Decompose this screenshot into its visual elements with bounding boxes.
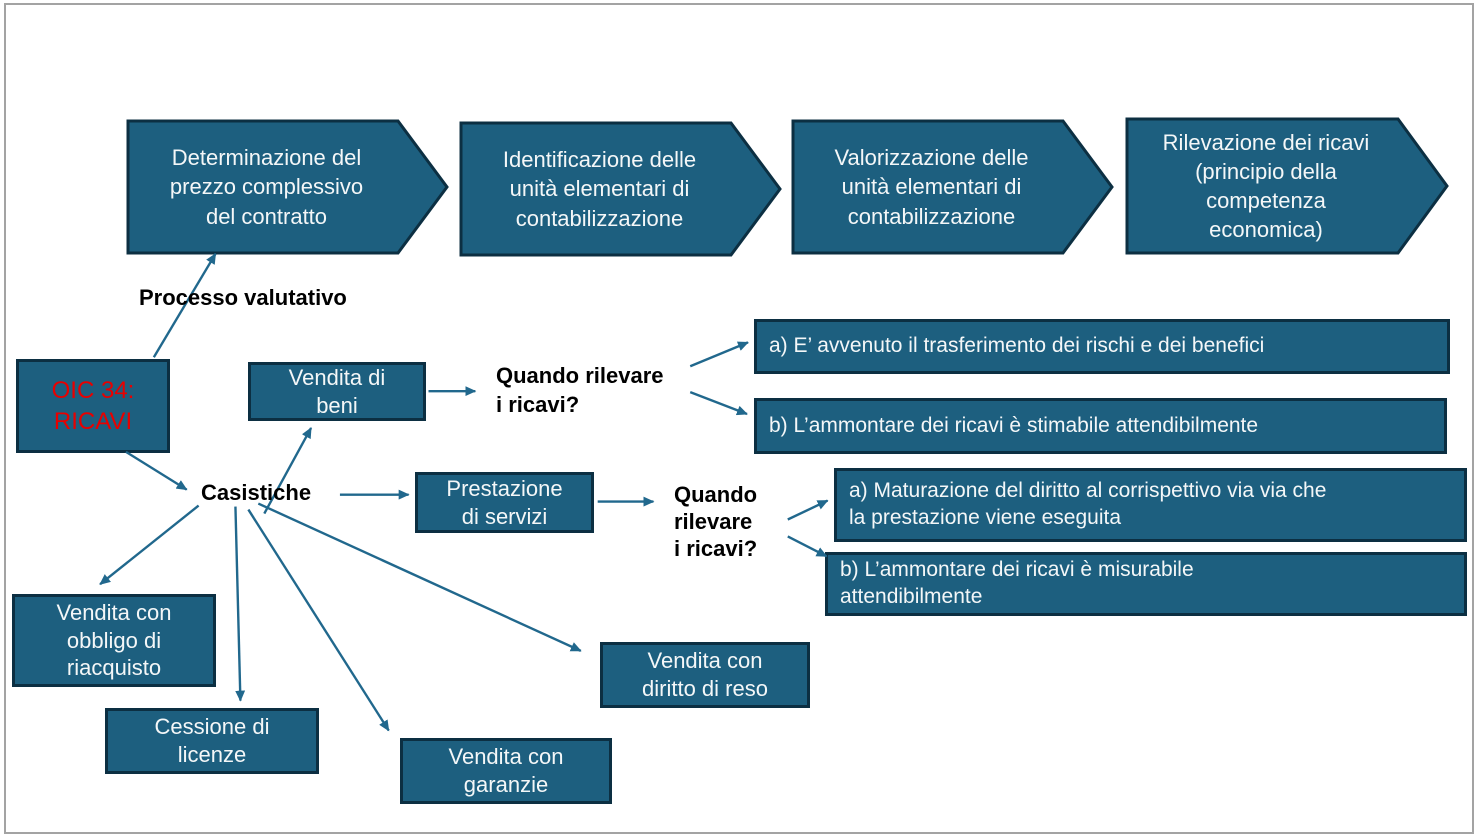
- process-step-2: Identificazione delle unità elementari d…: [459, 121, 782, 257]
- process-step-1: Determinazione del prezzo complessivo de…: [126, 119, 449, 255]
- connector-quando-servizi-a: [787, 499, 829, 521]
- box-criterio-servizi-b: b) L’ammontare dei ricavi è misurabile a…: [825, 552, 1467, 616]
- process-step-2-label: Identificazione delle unità elementari d…: [502, 147, 697, 231]
- chevron-shape-1: [126, 119, 449, 255]
- box-vendita-con-obbligo-di-riacquisto: Vendita con obbligo di riacquisto: [12, 594, 216, 687]
- chevron-shape-4: [1125, 117, 1449, 255]
- label-quando-rilevare-beni: Quando rilevare i ricavi?: [496, 363, 664, 418]
- connector-casistiche-cessione: [234, 506, 246, 702]
- label-casistiche: Casistiche: [201, 480, 312, 505]
- slide: Determinazione del prezzo complessivo de…: [4, 3, 1474, 834]
- connector-casistiche-obbligo: [99, 504, 200, 586]
- box-cessione-di-licenze: Cessione di licenze: [105, 708, 319, 774]
- connector-quando-beni-b: [689, 391, 748, 416]
- box-vendita-di-beni: Vendita di beni: [248, 362, 426, 421]
- label-processo-valutativo: Processo valutativo: [139, 285, 347, 310]
- connector-quando-beni-a: [689, 341, 749, 368]
- box-vendita-con-garanzie: Vendita con garanzie: [400, 738, 612, 804]
- box-vendita-con-diritto-di-reso: Vendita con diritto di reso: [600, 642, 810, 708]
- chevron-shape-3: [791, 119, 1114, 255]
- box-criterio-servizi-a: a) Maturazione del diritto al corrispett…: [834, 468, 1467, 542]
- process-step-4: Rilevazione dei ricavi (principio della …: [1125, 117, 1449, 255]
- connector-oic-casistiche: [125, 450, 188, 491]
- label-quando-rilevare-servizi: Quando rilevare i ricavi?: [674, 482, 758, 561]
- box-prestazione-di-servizi: Prestazione di servizi: [415, 472, 594, 533]
- box-oic34-ricavi: OIC 34: RICAVI: [16, 359, 170, 453]
- box-criterio-beni-b: b) L’ammontare dei ricavi è stimabile at…: [754, 398, 1447, 454]
- box-criterio-beni-a: a) E’ avvenuto il trasferimento dei risc…: [754, 319, 1450, 374]
- chevron-shape-2: [459, 121, 782, 257]
- connector-casistiche-garanzie: [247, 508, 390, 732]
- process-step-4-label: Rilevazione dei ricavi (principio della …: [1162, 129, 1370, 243]
- process-step-1-label: Determinazione del prezzo complessivo de…: [169, 145, 364, 229]
- process-step-3-label: Valorizzazione delle unità elementari di…: [834, 145, 1029, 229]
- process-step-3: Valorizzazione delle unità elementari di…: [791, 119, 1114, 255]
- connector-quando-servizi-b: [787, 535, 828, 558]
